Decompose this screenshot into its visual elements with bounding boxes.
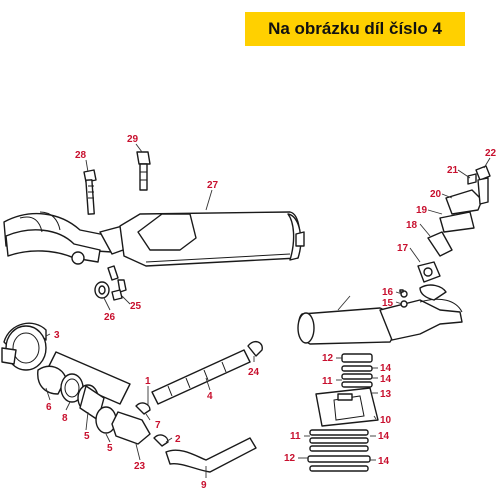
- clip-7: [135, 402, 151, 415]
- callout-27: 27: [207, 180, 219, 191]
- lower-fasteners: [307, 429, 371, 472]
- washer-26: [94, 281, 110, 299]
- callout-7: 7: [155, 420, 161, 431]
- right-muffler: [297, 298, 463, 345]
- callout-26: 26: [104, 312, 116, 323]
- callout-12-upper: 12: [322, 353, 334, 364]
- callout-6: 6: [46, 402, 52, 413]
- callout-11-lower: 11: [290, 431, 301, 442]
- bracket-23: [111, 411, 151, 445]
- callout-22: 22: [485, 148, 497, 159]
- exhaust-header-pipes: [3, 211, 141, 265]
- callout-14-d: 14: [378, 456, 390, 467]
- callout-21: 21: [447, 165, 459, 176]
- hose-9: [165, 437, 257, 473]
- right-brackets: [417, 165, 491, 301]
- small-bolts-15-16: [399, 289, 408, 308]
- clamp-3: [1, 322, 47, 371]
- part-number-banner: Na obrázku díl číslo 4: [245, 12, 465, 46]
- callout-25: 25: [130, 301, 142, 312]
- callout-2: 2: [175, 434, 181, 445]
- callout-17: 17: [397, 243, 409, 254]
- callout-29: 29: [127, 134, 139, 145]
- bolt-29: [136, 151, 151, 191]
- callout-11-upper: 11: [322, 376, 333, 387]
- leader-lines: [45, 143, 491, 478]
- bolts-25: [107, 265, 127, 301]
- clip-2: [153, 434, 169, 447]
- callout-12-lower: 12: [284, 453, 296, 464]
- callout-16: 16: [382, 287, 394, 298]
- bolt-28: [83, 169, 97, 215]
- callout-14-c: 14: [378, 431, 390, 442]
- callout-9: 9: [201, 480, 207, 491]
- callout-3: 3: [54, 330, 60, 341]
- callout-23: 23: [134, 461, 146, 472]
- clip-24: [247, 340, 263, 357]
- callout-18: 18: [406, 220, 418, 231]
- callout-19: 19: [416, 205, 428, 216]
- callout-24: 24: [248, 367, 260, 378]
- callout-28: 28: [75, 150, 87, 161]
- callout-1: 1: [145, 376, 151, 387]
- heat-shield: [315, 387, 379, 427]
- pipe-1: [45, 351, 131, 405]
- upper-fasteners: [341, 353, 373, 388]
- callout-10: 10: [380, 415, 392, 426]
- callout-8: 8: [62, 413, 68, 424]
- hose-4: [151, 349, 251, 405]
- callout-14-b: 14: [380, 374, 392, 385]
- callout-14-a: 14: [380, 363, 392, 374]
- callout-4: 4: [207, 391, 213, 402]
- callout-5-a: 5: [84, 431, 90, 442]
- callout-15: 15: [382, 298, 394, 309]
- main-muffler: [119, 211, 305, 267]
- banner-text: Na obrázku díl číslo 4: [268, 19, 442, 38]
- callout-20: 20: [430, 189, 442, 200]
- callout-13: 13: [380, 389, 392, 400]
- callout-5-b: 5: [107, 443, 113, 454]
- callout-labels: 29 28 27 22 21 20 19 18 17 16 15 25 26 3…: [46, 134, 497, 491]
